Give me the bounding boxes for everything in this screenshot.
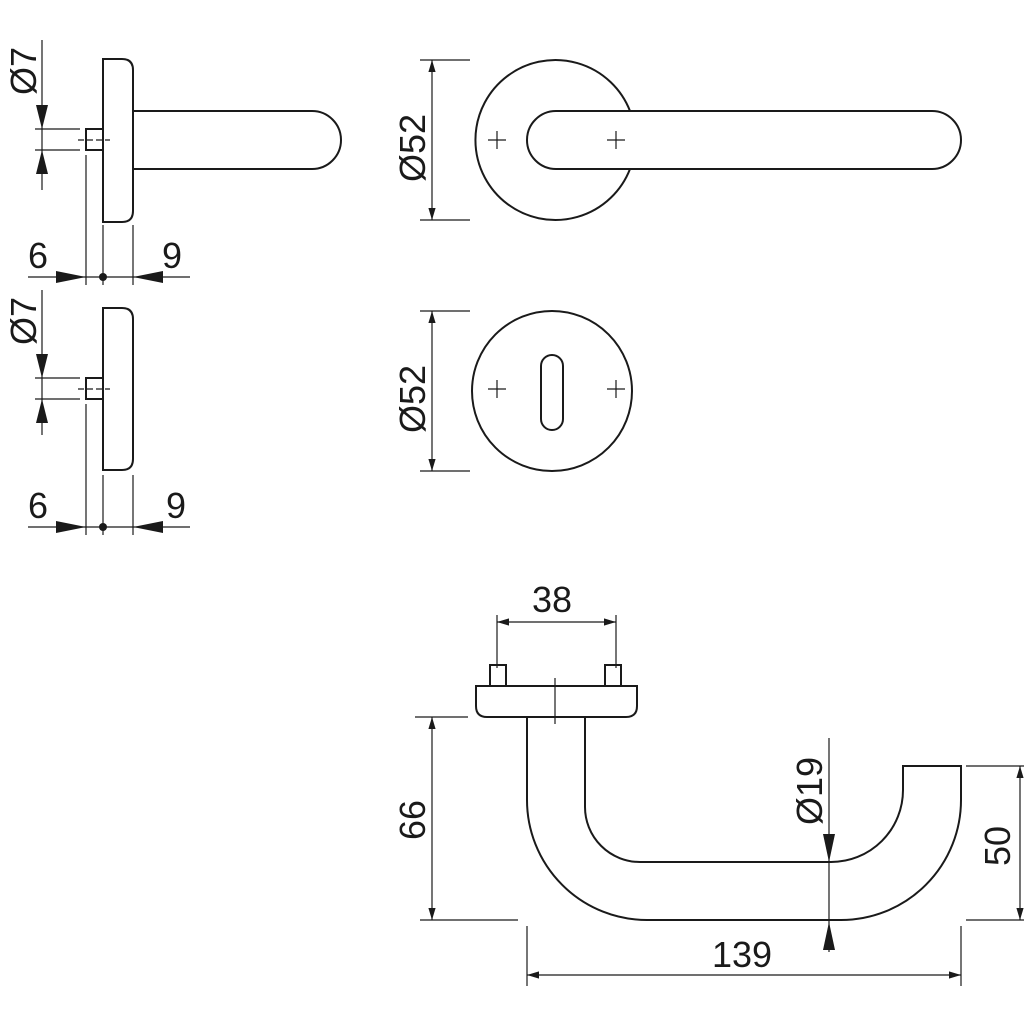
escutcheon-front-view: Ø52 [392, 310, 633, 472]
escutcheon-diameter-label: Ø52 [392, 365, 433, 433]
return-height-label: 50 [977, 826, 1018, 866]
pin-diameter-label: Ø7 [3, 297, 44, 345]
rose-diameter-label: Ø52 [392, 114, 433, 182]
height-label: 66 [392, 800, 433, 840]
pin-spacing-label: 38 [532, 579, 572, 620]
grip-diameter-label: Ø19 [789, 757, 830, 825]
right-offset-label: 9 [166, 485, 186, 526]
rose-side-view: Ø7 6 9 [3, 40, 342, 285]
length-label: 139 [712, 934, 772, 975]
rose-front-view: Ø52 [392, 59, 962, 221]
escutcheon-side-view: Ø7 6 9 [3, 290, 190, 535]
left-offset-label: 6 [28, 235, 48, 276]
lever-top-view: 38 66 50 Ø19 139 [392, 579, 1024, 986]
pin-diameter-label: Ø7 [3, 47, 44, 95]
left-offset-label: 6 [28, 485, 48, 526]
right-offset-label: 9 [162, 235, 182, 276]
